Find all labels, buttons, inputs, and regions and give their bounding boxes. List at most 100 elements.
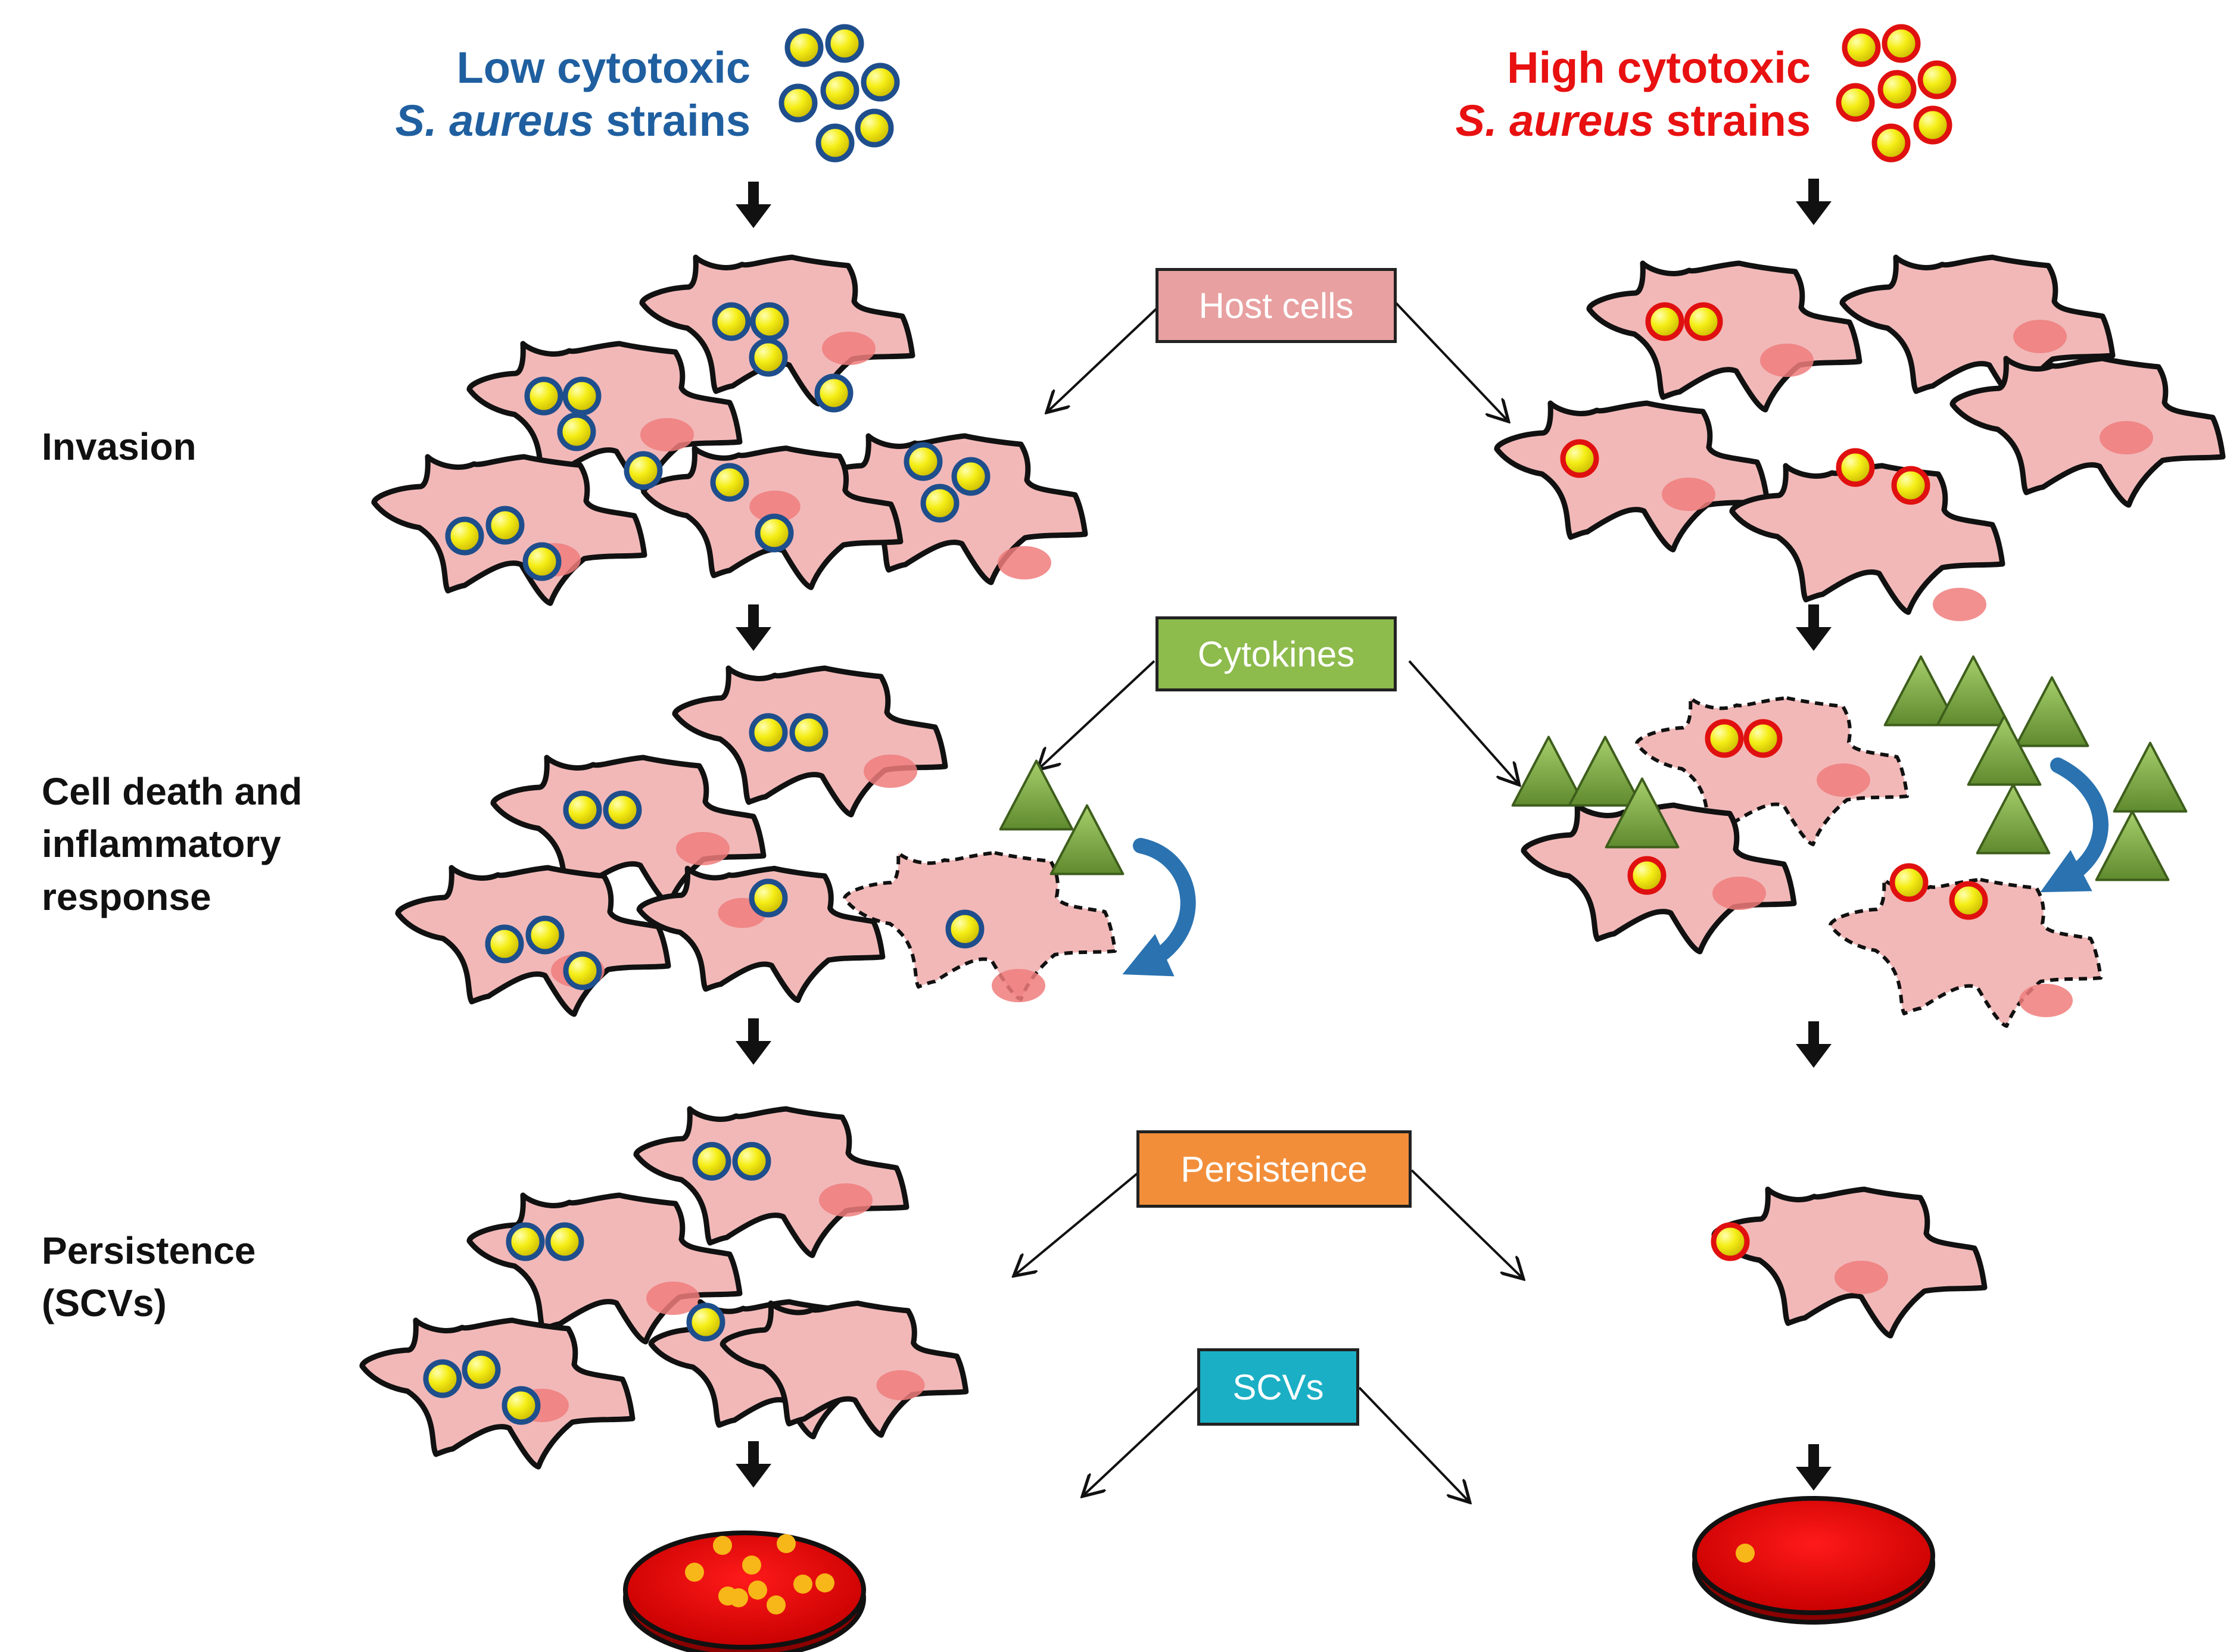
bacterium xyxy=(861,63,900,102)
host-cell xyxy=(362,1320,633,1467)
bacterium xyxy=(545,1222,584,1261)
cytokine xyxy=(2014,676,2089,747)
host-cell xyxy=(1524,805,1794,952)
cell-nucleus xyxy=(2013,320,2067,353)
cell-nucleus xyxy=(676,832,730,865)
host-cell xyxy=(1497,403,1767,550)
scvs-box: SCVs xyxy=(1197,1348,1359,1426)
label-pointer-arrows xyxy=(1016,301,1522,1501)
cytokine xyxy=(1605,777,1680,849)
host-cell xyxy=(469,344,740,490)
colony xyxy=(815,1573,834,1592)
bacterium xyxy=(1560,439,1599,478)
bacterium xyxy=(557,412,596,451)
pointer-arrow xyxy=(1358,1386,1468,1501)
bacterium xyxy=(1842,28,1881,67)
bacterium xyxy=(904,442,943,481)
cytokine xyxy=(2113,741,2188,813)
bacterium xyxy=(524,376,563,416)
plate-surface xyxy=(1692,1496,1935,1615)
bacterium xyxy=(778,83,818,123)
bacterium xyxy=(692,1142,731,1181)
bacterium xyxy=(1889,863,1929,902)
cytokine xyxy=(1883,655,1958,727)
cell-nucleus xyxy=(864,755,917,788)
cell-nucleus xyxy=(998,546,1051,579)
bacterium xyxy=(825,24,864,63)
cell-nucleus xyxy=(1933,588,1986,621)
cell-nucleus xyxy=(1817,763,1870,797)
cytokine xyxy=(999,759,1074,831)
colony xyxy=(685,1563,704,1582)
pointer-arrow xyxy=(1039,660,1156,768)
cell-nucleus xyxy=(640,418,694,451)
title-low-species: S. aureus xyxy=(395,95,594,145)
cytokine xyxy=(1936,655,2011,727)
cell-nucleus xyxy=(819,1183,873,1217)
host-cell xyxy=(1952,359,2223,505)
cytokines-box: Cytokines xyxy=(1156,616,1397,691)
cytokine xyxy=(1568,735,1643,807)
host-cell xyxy=(1637,698,1907,844)
cell-membrane xyxy=(1589,263,1860,410)
bacterium xyxy=(749,878,788,918)
pointer-arrow xyxy=(1408,660,1518,783)
down-arrow xyxy=(1796,1444,1832,1491)
host-cell xyxy=(815,436,1085,582)
pointer-arrow xyxy=(1016,1172,1139,1274)
agar-plate xyxy=(1692,1496,1935,1625)
bacterium xyxy=(920,484,960,523)
colony xyxy=(1736,1544,1755,1563)
bacterium xyxy=(749,713,788,752)
stage-label-persistence: Persistence (SCVs) xyxy=(42,1229,256,1325)
cell-nucleus xyxy=(749,490,801,523)
colony xyxy=(748,1581,767,1600)
bacterium xyxy=(423,1359,462,1398)
title-low-line1: Low cytotoxic xyxy=(456,43,750,92)
cytokine xyxy=(2095,810,2170,881)
colony xyxy=(729,1588,748,1607)
bacterium xyxy=(1882,24,1921,63)
feedback-arrow xyxy=(2040,758,2108,893)
cell-membrane xyxy=(1952,359,2223,505)
cell-nucleus xyxy=(822,332,876,365)
bacterium xyxy=(755,513,794,553)
bacterium xyxy=(814,373,854,413)
bacterium xyxy=(815,123,855,163)
bacterium xyxy=(1711,1222,1750,1261)
cell-membrane xyxy=(362,1320,633,1467)
cell-nucleus xyxy=(1662,478,1715,511)
bacterium xyxy=(525,915,565,955)
down-arrow xyxy=(736,1018,771,1065)
host-cell xyxy=(1732,466,2002,621)
bacterium xyxy=(1743,719,1783,758)
cell-membrane xyxy=(1497,403,1767,550)
cell-nucleus xyxy=(646,1282,700,1315)
bacterium xyxy=(506,1222,545,1261)
down-arrow xyxy=(1796,179,1832,225)
bacterium xyxy=(1877,70,1917,109)
title-high-species: S. aureus xyxy=(1455,95,1654,145)
host-cell xyxy=(493,758,764,904)
bacterium xyxy=(750,302,789,341)
bacterium xyxy=(624,451,663,490)
plate-surface xyxy=(623,1531,866,1650)
cell-nucleus xyxy=(992,969,1045,1002)
host-cell xyxy=(1830,880,2101,1026)
feedback-arrow xyxy=(1122,838,1196,977)
host-cell xyxy=(722,1303,966,1435)
bacterium xyxy=(1871,123,1911,163)
cytokine xyxy=(1049,804,1125,875)
pointer-arrow xyxy=(1394,301,1507,420)
bacterium xyxy=(1627,856,1667,895)
bacterium xyxy=(1949,881,1988,920)
stage-label-cell-death: Cell death and inflammatory response xyxy=(42,770,303,918)
pointer-arrow xyxy=(1410,1169,1522,1277)
bacterium xyxy=(1836,83,1875,122)
cytokine xyxy=(1967,715,2042,786)
host-cell xyxy=(636,1109,907,1255)
cytokine xyxy=(1511,735,1586,807)
bacterium xyxy=(1913,105,1952,145)
bacterium xyxy=(462,1350,501,1389)
